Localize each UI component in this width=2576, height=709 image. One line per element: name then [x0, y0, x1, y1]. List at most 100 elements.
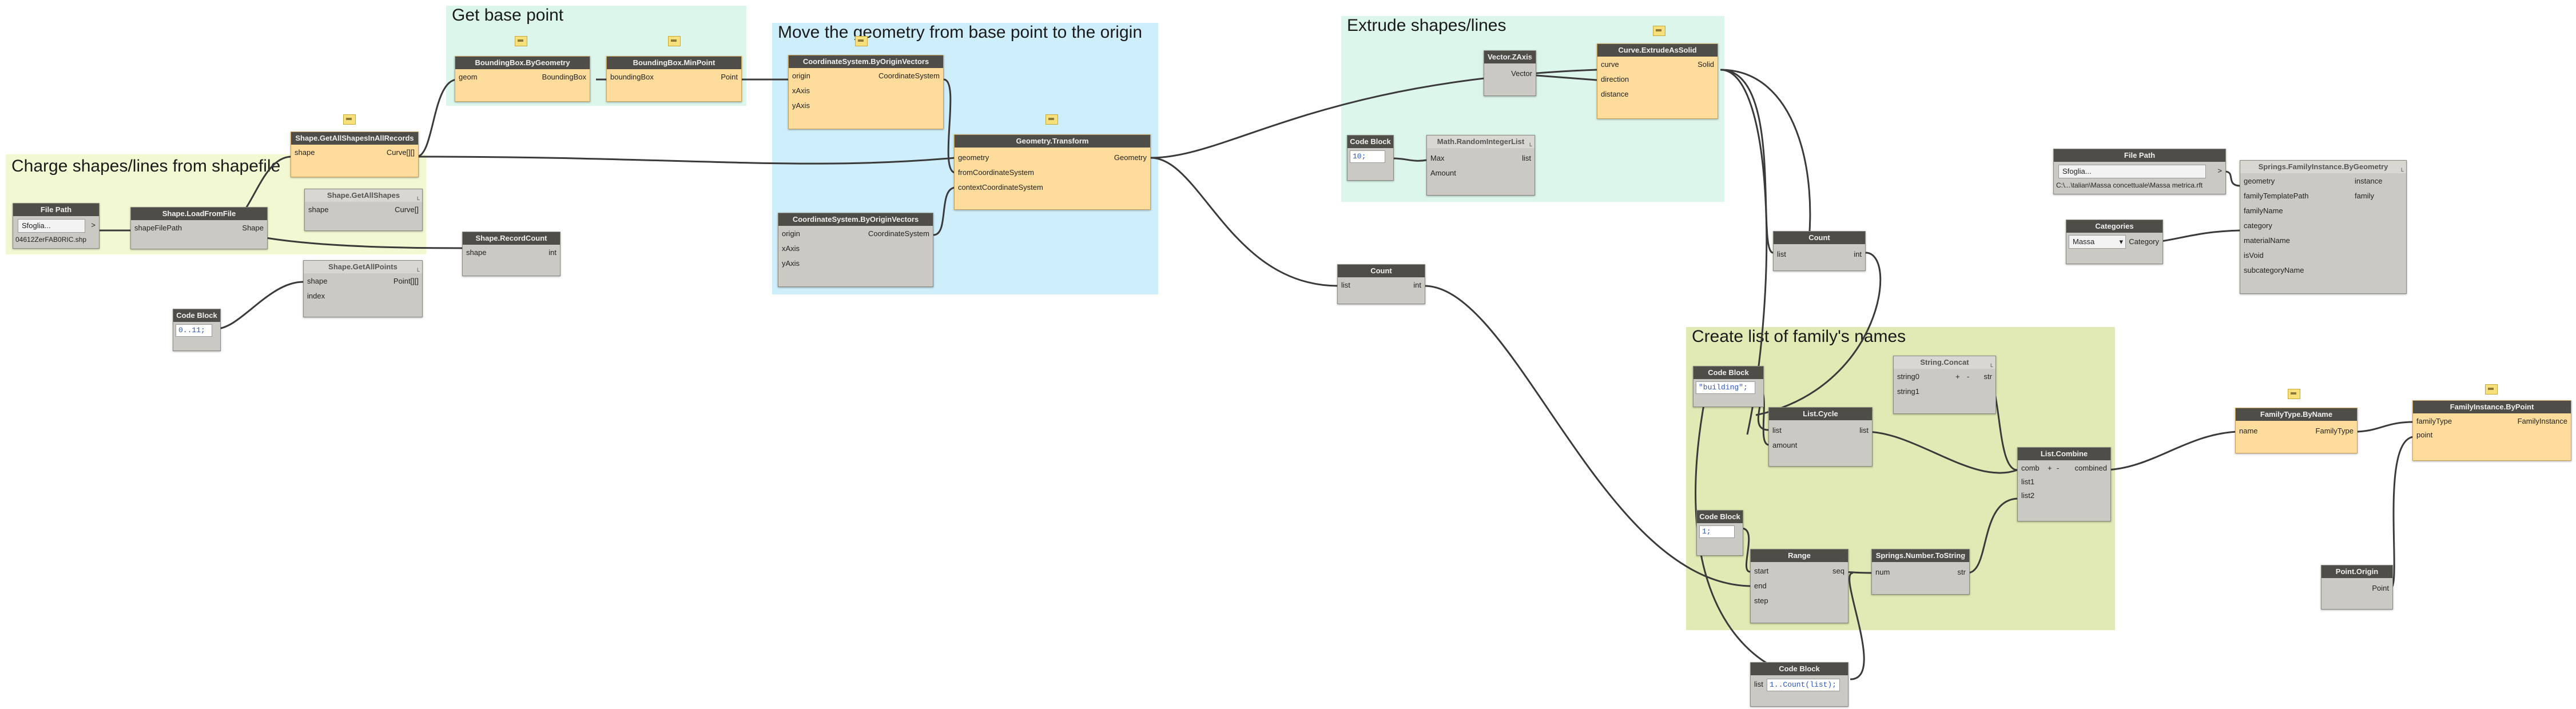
add-input-button[interactable]: +: [2048, 464, 2052, 472]
input-port-direction[interactable]: direction: [1601, 75, 1629, 83]
input-port-end[interactable]: end: [1754, 581, 1767, 590]
input-port-list[interactable]: list: [1772, 426, 1782, 435]
file-path-node[interactable]: File Path Sfoglia... > 04612ZerFAB0RIC.s…: [13, 203, 100, 249]
shape-get-all-points-node[interactable]: Shape.GetAllPoints shape index Point[][]…: [303, 260, 423, 317]
springs-family-instance-by-geometry-node[interactable]: Springs.FamilyInstance.ByGeometry geomet…: [2240, 160, 2407, 294]
shape-record-count-node[interactable]: Shape.RecordCount shape int L: [462, 232, 560, 276]
categories-node[interactable]: Categories Massa ▾ Category: [2066, 220, 2163, 264]
output-port-family[interactable]: family: [2355, 192, 2374, 200]
code-block-node-4[interactable]: Code Block 1;: [1696, 510, 1743, 556]
code-editor[interactable]: 0..11;: [176, 324, 212, 337]
coordinate-system-by-origin-vectors-node[interactable]: CoordinateSystem.ByOriginVectors origin …: [788, 55, 944, 129]
input-port-point[interactable]: point: [2416, 431, 2433, 439]
input-port-boundingbox[interactable]: boundingBox: [610, 73, 654, 81]
code-editor[interactable]: 1;: [1699, 525, 1735, 538]
bounding-box-min-point-node[interactable]: BoundingBox.MinPoint boundingBox Point L: [606, 56, 742, 102]
output-port-point[interactable]: Point: [721, 73, 738, 81]
coordinate-system-by-origin-vectors-node-2[interactable]: CoordinateSystem.ByOriginVectors origin …: [778, 213, 933, 287]
remove-input-button[interactable]: -: [1967, 372, 1970, 381]
output-port-curve[interactable]: Curve[]: [395, 205, 419, 214]
output-port-str[interactable]: str: [1957, 568, 1966, 576]
output-port-instance[interactable]: instance: [2355, 177, 2383, 185]
preview-bubble-icon[interactable]: [343, 114, 356, 125]
input-port-xaxis[interactable]: xAxis: [792, 86, 810, 95]
input-port-geom[interactable]: geom: [459, 73, 478, 81]
point-origin-node[interactable]: Point.Origin Point L: [2321, 565, 2393, 610]
output-port-str[interactable]: str: [1983, 372, 1992, 381]
count-node-2[interactable]: Count list int L: [1773, 231, 1866, 271]
code-block-node-3[interactable]: Code Block "building";: [1693, 366, 1764, 407]
input-port-num[interactable]: num: [1875, 568, 1890, 576]
geometry-transform-node[interactable]: Geometry.Transform geometry fromCoordina…: [954, 134, 1151, 210]
remove-input-button[interactable]: -: [2057, 464, 2060, 472]
preview-bubble-icon[interactable]: [1045, 114, 1058, 125]
input-port-list[interactable]: list: [1754, 680, 1763, 688]
output-port-familytype[interactable]: FamilyType: [2315, 427, 2354, 435]
shape-load-from-file-node[interactable]: Shape.LoadFromFile shapeFilePath Shape L: [130, 207, 268, 249]
input-port-origin[interactable]: origin: [792, 71, 810, 80]
input-port-yaxis[interactable]: yAxis: [782, 259, 800, 268]
preview-bubble-icon[interactable]: [2485, 384, 2498, 395]
input-port-context-coordinate-system[interactable]: contextCoordinateSystem: [958, 183, 1043, 192]
code-block-node[interactable]: Code Block 0..11;: [173, 309, 221, 351]
browse-button[interactable]: Sfoglia...: [2058, 165, 2206, 178]
input-port-index[interactable]: index: [307, 292, 325, 300]
input-port-list1[interactable]: list1: [2021, 477, 2035, 486]
input-port-string1[interactable]: string1: [1897, 387, 1920, 396]
add-input-button[interactable]: +: [1955, 372, 1960, 381]
preview-bubble-icon[interactable]: [2288, 389, 2300, 399]
output-arrow[interactable]: >: [2217, 166, 2222, 175]
input-port-curve[interactable]: curve: [1601, 60, 1619, 69]
output-port-solid[interactable]: Solid: [1698, 60, 1714, 69]
input-port-max[interactable]: Max: [1430, 154, 1445, 162]
math-random-integer-list-node[interactable]: Math.RandomIntegerList Max Amount list L: [1426, 135, 1535, 196]
output-port-seq[interactable]: seq: [1832, 567, 1844, 575]
input-port-shape[interactable]: shape: [466, 248, 487, 257]
input-port-amount[interactable]: Amount: [1430, 169, 1456, 177]
input-port-yaxis[interactable]: yAxis: [792, 101, 810, 110]
input-port-amount[interactable]: amount: [1772, 441, 1798, 449]
curve-extrude-as-solid-node[interactable]: Curve.ExtrudeAsSolid curve direction dis…: [1597, 43, 1718, 119]
input-port-geometry[interactable]: geometry: [2244, 177, 2275, 185]
input-port-shape[interactable]: shape: [295, 148, 315, 157]
input-port-origin[interactable]: origin: [782, 229, 800, 238]
preview-bubble-icon[interactable]: [855, 36, 868, 46]
input-port-category[interactable]: category: [2244, 221, 2272, 230]
springs-number-tostring-node[interactable]: Springs.Number.ToString num str L: [1871, 549, 1970, 595]
output-port-combined[interactable]: combined: [2074, 464, 2107, 472]
input-port-string0[interactable]: string0: [1897, 372, 1920, 381]
output-port-boundingbox[interactable]: BoundingBox: [542, 73, 586, 81]
input-port-start[interactable]: start: [1754, 567, 1769, 575]
preview-bubble-icon[interactable]: [515, 36, 527, 46]
range-node[interactable]: Range start end step seq L: [1750, 549, 1848, 623]
family-instance-by-point-node[interactable]: FamilyInstance.ByPoint familyType point …: [2412, 400, 2571, 461]
input-port-material-name[interactable]: materialName: [2244, 236, 2290, 245]
output-port-points[interactable]: Point[][]: [393, 277, 419, 285]
input-port-shape[interactable]: shape: [308, 205, 329, 214]
category-dropdown[interactable]: Massa ▾: [2069, 235, 2126, 249]
vector-zaxis-node[interactable]: Vector.ZAxis Vector L: [1484, 50, 1536, 96]
code-editor[interactable]: 10;: [1350, 150, 1385, 163]
output-port-vector[interactable]: Vector: [1511, 69, 1532, 78]
input-port-xaxis[interactable]: xAxis: [782, 244, 800, 253]
browse-button[interactable]: Sfoglia...: [18, 219, 85, 233]
output-port-point[interactable]: Point: [2372, 584, 2389, 592]
input-port-family-template-path[interactable]: familyTemplatePath: [2244, 192, 2309, 200]
code-block-node-2[interactable]: Code Block 10;: [1347, 135, 1394, 181]
input-port-from-coordinate-system[interactable]: fromCoordinateSystem: [958, 168, 1034, 177]
preview-bubble-icon[interactable]: [668, 36, 681, 46]
input-port-list2[interactable]: list2: [2021, 491, 2035, 500]
shape-get-all-shapes-node[interactable]: Shape.GetAllShapes shape Curve[] L: [304, 189, 423, 231]
family-type-by-name-node[interactable]: FamilyType.ByName name FamilyType L: [2235, 408, 2358, 453]
output-port-geometry[interactable]: Geometry: [1114, 153, 1147, 162]
output-port-int[interactable]: int: [1854, 250, 1862, 258]
output-port-familyinstance[interactable]: FamilyInstance: [2517, 417, 2567, 425]
count-node[interactable]: Count list int L: [1337, 264, 1425, 304]
output-port-int[interactable]: int: [1413, 281, 1421, 289]
code-block-node-5[interactable]: Code Block list 1..Count(list);: [1750, 662, 1848, 707]
input-port-distance[interactable]: distance: [1601, 90, 1629, 98]
input-port-shape[interactable]: shape: [307, 277, 328, 285]
output-port-list[interactable]: list: [1859, 426, 1869, 435]
output-port-list[interactable]: list: [1522, 154, 1531, 162]
list-cycle-node[interactable]: List.Cycle list amount list L: [1768, 407, 1873, 467]
